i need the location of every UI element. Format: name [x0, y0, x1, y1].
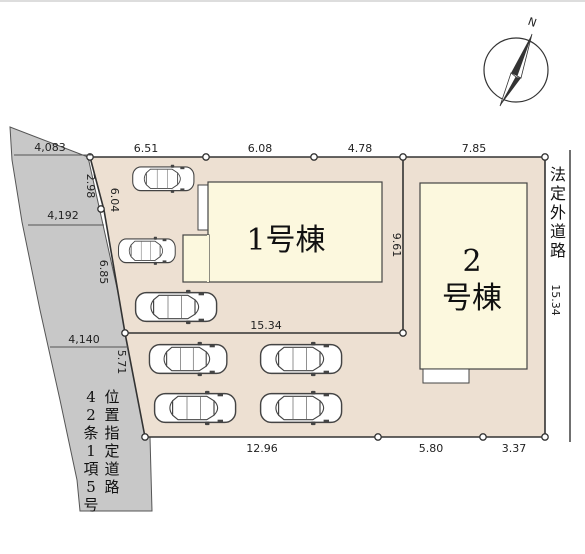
road-width-mid: 4,192	[47, 209, 79, 222]
lot1-right-dim: 9.61	[390, 233, 403, 258]
parking-car	[134, 289, 218, 325]
right-road-label: 法定外道路	[550, 165, 566, 260]
lot1-bottom-dim: 15.34	[250, 319, 282, 332]
parking-car	[259, 390, 343, 426]
parking-car	[132, 164, 195, 194]
left-edge-dim-1: 2.98	[84, 174, 97, 199]
building-2	[419, 182, 528, 384]
building-2-label-number: 2	[462, 244, 481, 279]
top-dim-1: 6.51	[134, 142, 159, 155]
road-width-top: 4,083	[34, 141, 66, 154]
right-edge-dim: 15.34	[549, 284, 562, 316]
bottom-dim-3: 3.37	[502, 442, 527, 455]
parking-car	[148, 341, 228, 377]
parking-car	[117, 236, 176, 266]
left-edge-dim-4: 5.71	[115, 350, 128, 375]
svg-text:法定外道路: 法定外道路	[550, 165, 566, 260]
building-1	[182, 181, 383, 283]
building-1-label: 1号棟	[246, 223, 325, 258]
north-arrow	[483, 33, 549, 107]
parking-car	[153, 390, 237, 426]
bottom-dim-1: 12.96	[246, 442, 278, 455]
road-width-bottom: 4,140	[68, 333, 100, 346]
top-dim-4: 7.85	[462, 142, 487, 155]
north-label: N	[526, 15, 538, 30]
left-edge-dim-3: 6.85	[97, 260, 110, 285]
boundary-markers	[86, 153, 549, 441]
top-dim-3: 4.78	[348, 142, 373, 155]
building-2-label-text: 号棟	[442, 281, 502, 316]
left-edge-dim-2: 6.04	[108, 188, 121, 213]
road-width-lines	[14, 154, 128, 348]
bottom-dim-2: 5.80	[419, 442, 444, 455]
parking-car	[259, 341, 343, 377]
svg-text:位置指定道路: 位置指定道路	[104, 388, 119, 496]
top-dim-2: 6.08	[248, 142, 273, 155]
